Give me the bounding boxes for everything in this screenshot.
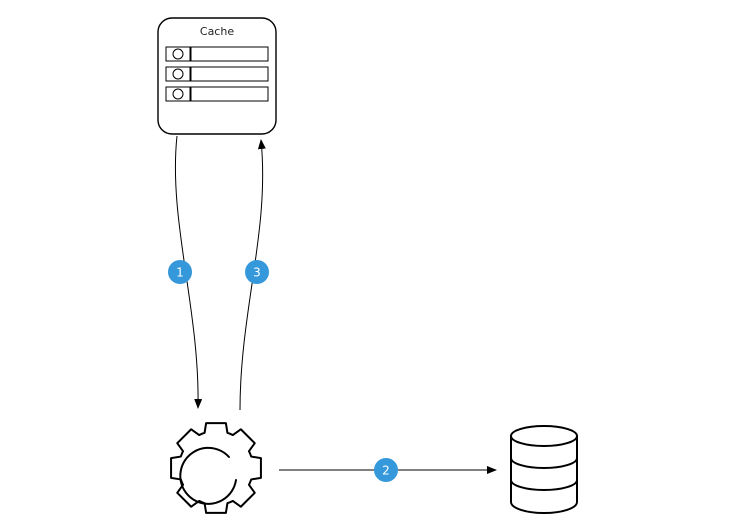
cache-title: Cache [200,25,234,38]
cache-node: Cache [157,17,277,135]
svg-text:2: 2 [382,464,390,478]
gear-icon [170,422,262,514]
step-badge-2: 2 [374,458,398,482]
database-icon [510,425,578,514]
cache-entry-key-icon [172,48,184,60]
cache-entry [165,86,269,102]
cache-entry-key-icon [172,68,184,80]
cache-entry [165,46,269,62]
step-badge-3: 3 [245,260,269,284]
step-badge-1: 1 [168,260,192,284]
svg-text:3: 3 [253,266,261,280]
svg-text:1: 1 [176,266,184,280]
cache-entry [165,66,269,82]
cache-entry-key-icon [172,88,184,100]
